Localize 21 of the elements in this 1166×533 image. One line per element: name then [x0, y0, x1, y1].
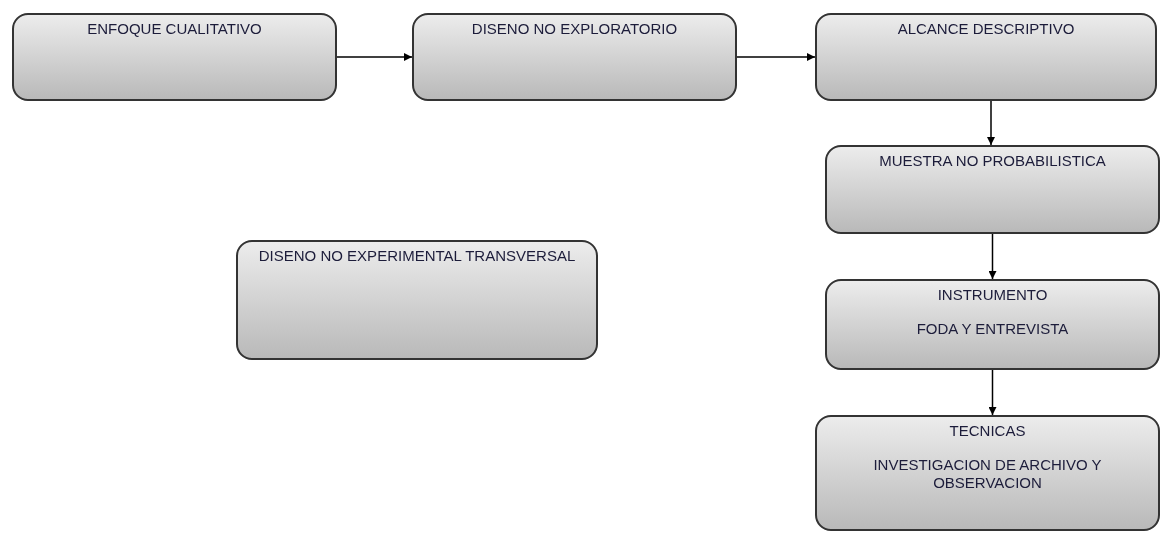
box-label: DISENO NO EXPERIMENTAL TRANSVERSAL [257, 247, 577, 265]
arrow [988, 369, 997, 416]
process-box [825, 145, 1160, 234]
box-label: ENFOQUE CUALITATIVO [86, 20, 263, 38]
box-label: ALCANCE DESCRIPTIVO [896, 20, 1076, 38]
arrow [736, 53, 816, 61]
box-label: FODA Y ENTREVISTA [915, 320, 1070, 338]
process-box [236, 240, 598, 360]
box-label: INSTRUMENTO [936, 286, 1049, 304]
arrow [987, 100, 995, 146]
process-box [412, 13, 737, 101]
process-box [815, 415, 1160, 531]
box-label: MUESTRA NO PROBABILISTICA [878, 152, 1107, 170]
box-label: TECNICAS [948, 422, 1027, 440]
box-label: INVESTIGACION DE ARCHIVO Y OBSERVACION [872, 456, 1103, 492]
process-box [815, 13, 1157, 101]
process-box [12, 13, 337, 101]
arrow [988, 233, 997, 280]
process-box [825, 279, 1160, 370]
arrow [336, 53, 413, 61]
box-label: DISENO NO EXPLORATORIO [470, 20, 679, 38]
